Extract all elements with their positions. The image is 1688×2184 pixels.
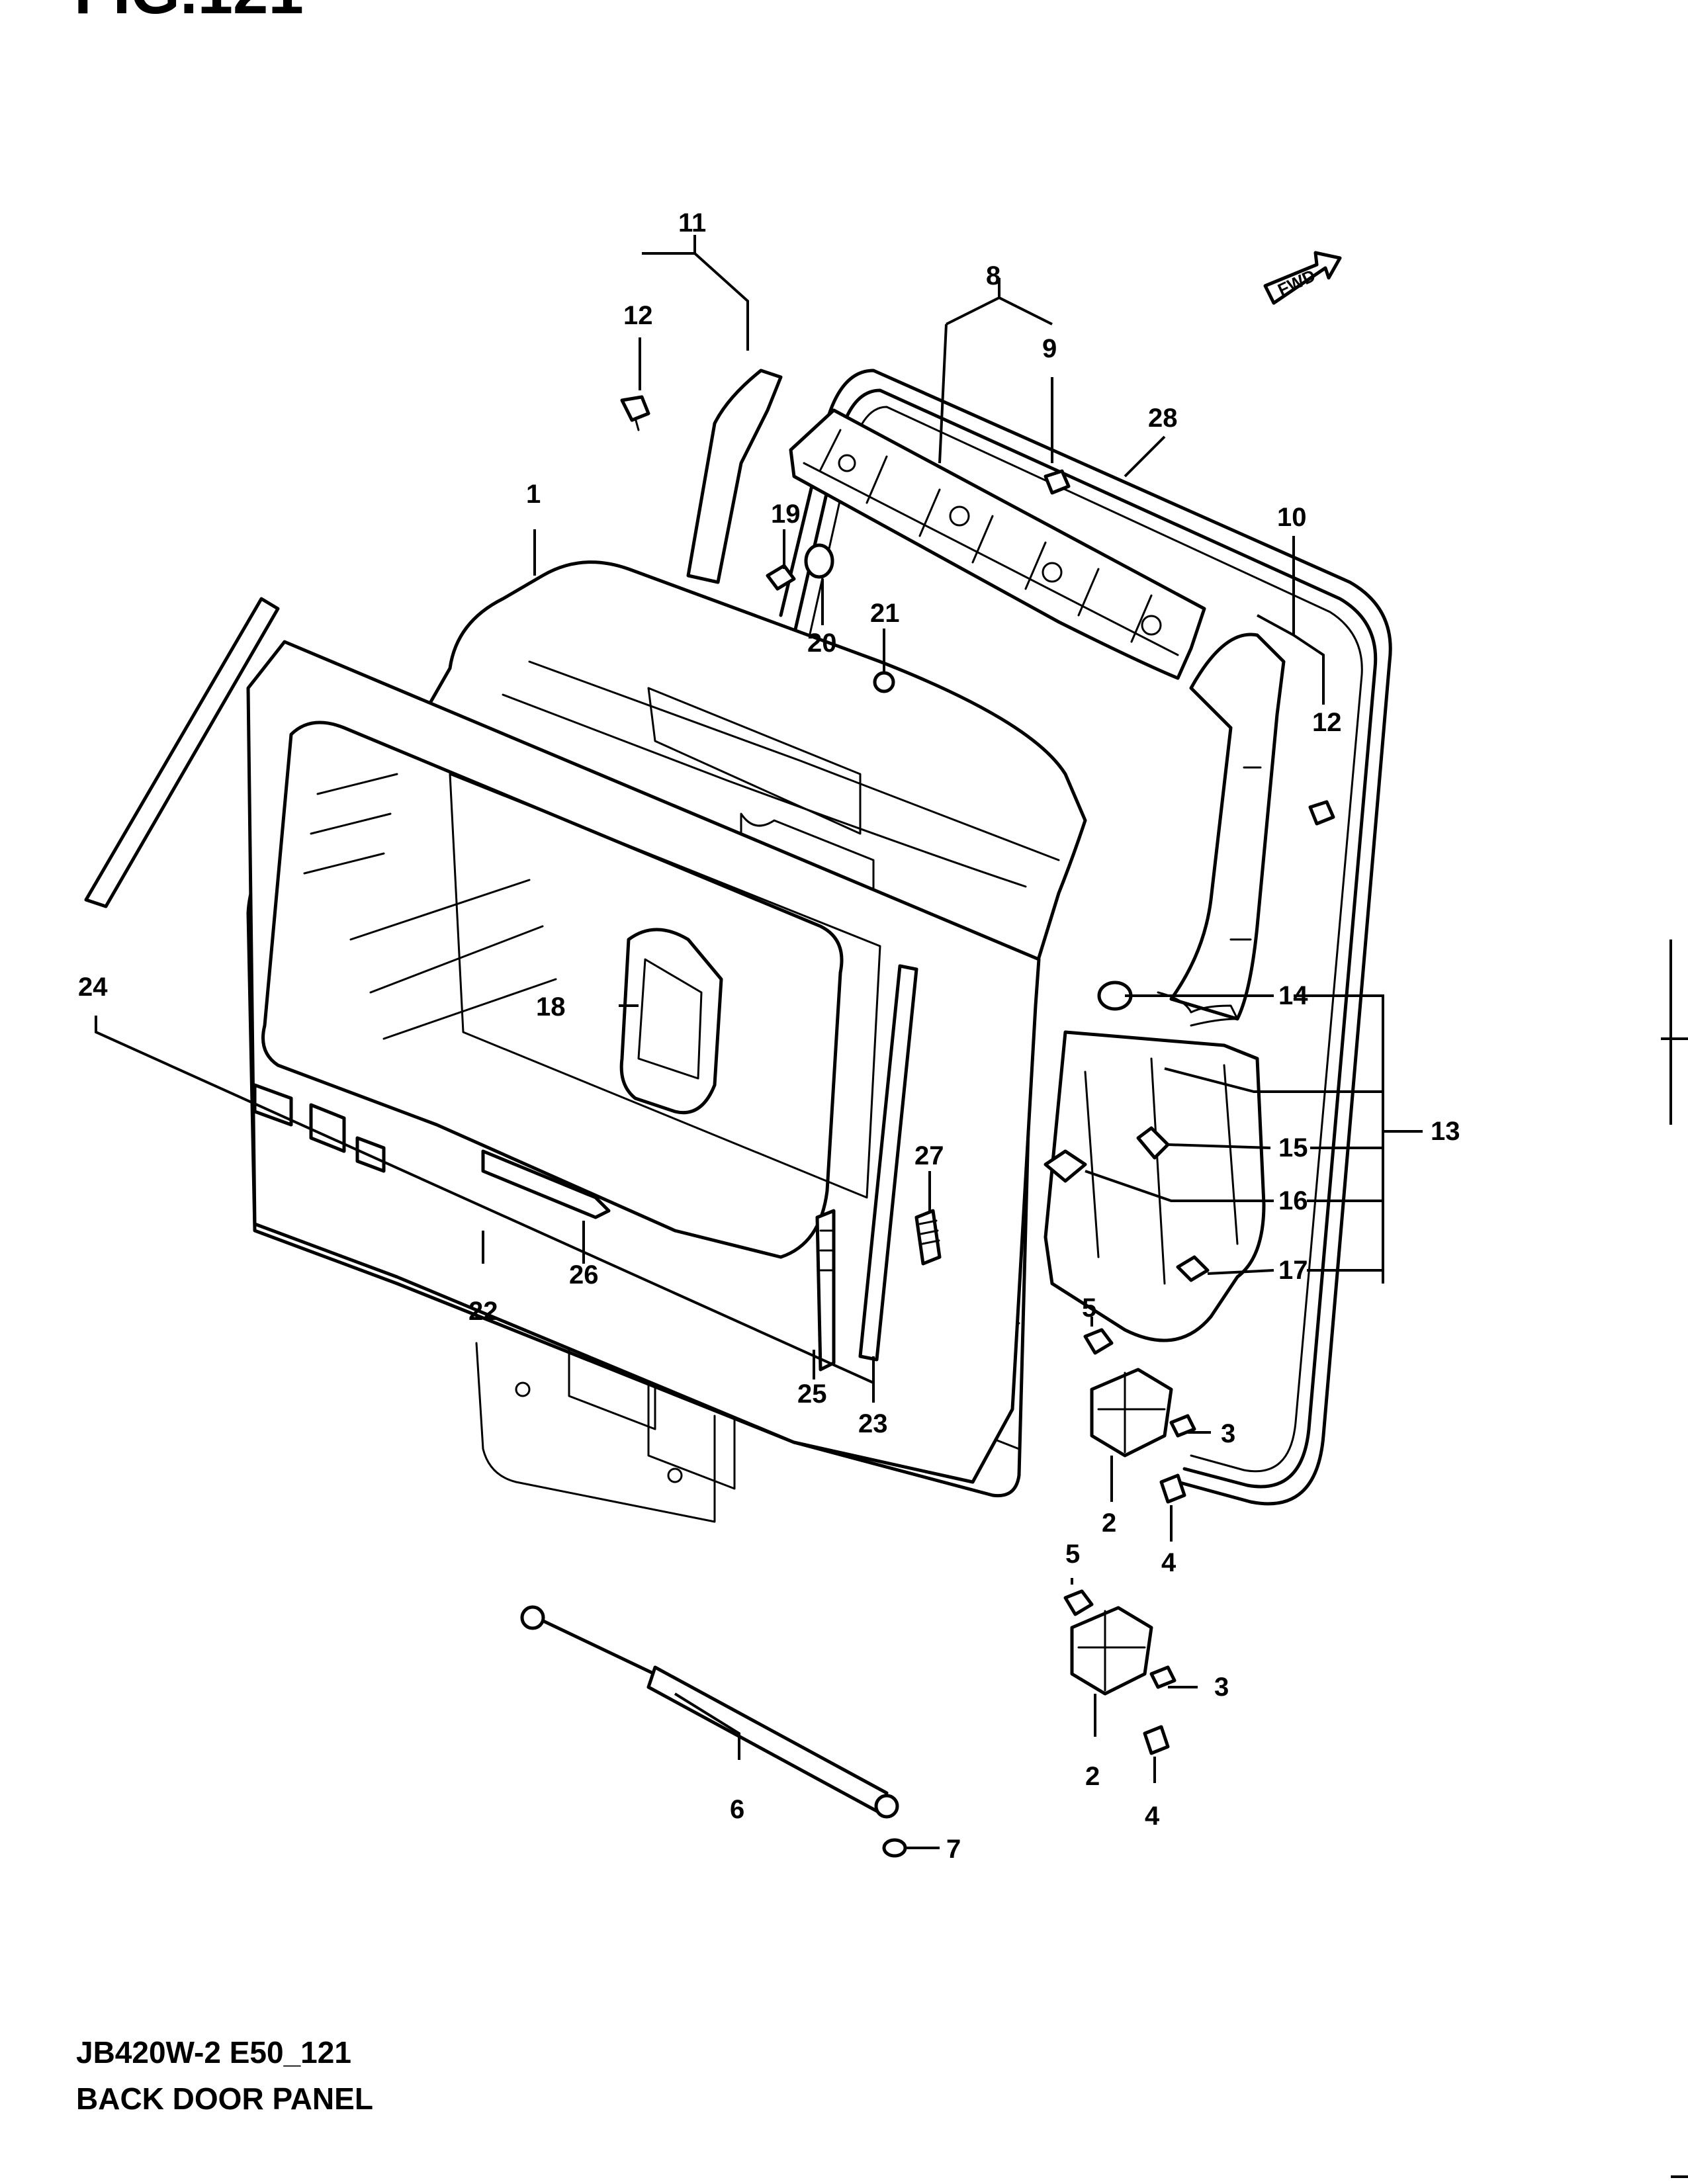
callout-11: 11 <box>678 208 706 238</box>
gas-strut-6 <box>520 1605 899 1819</box>
clip-12-right <box>1308 800 1335 826</box>
callout-8: 8 <box>986 261 1000 290</box>
weatherstrip-28 <box>779 369 1392 1506</box>
weatherstrip-23 <box>858 964 918 1362</box>
cap-21 <box>873 671 895 693</box>
figure-number: FIG.121 <box>74 0 304 27</box>
callout-15: 15 <box>1278 1133 1308 1162</box>
callout-19: 19 <box>771 500 801 529</box>
callout-4-upper: 4 <box>1161 1548 1177 1577</box>
callout-25: 25 <box>797 1379 827 1409</box>
clip-12-left <box>620 395 650 431</box>
callout-12-left: 12 <box>623 301 653 330</box>
callout-5-lower: 5 <box>1065 1540 1080 1569</box>
callout-2-lower: 2 <box>1085 1762 1100 1791</box>
side-trim-10 <box>1169 633 1286 1021</box>
callout-22: 22 <box>468 1297 498 1326</box>
callout-24: 24 <box>78 973 108 1002</box>
callout-27: 27 <box>914 1141 944 1170</box>
callout-16: 16 <box>1278 1186 1308 1215</box>
callout-17: 17 <box>1278 1256 1308 1285</box>
weatherstrip-25 <box>815 1209 836 1372</box>
clip-9 <box>1044 469 1071 495</box>
drawing-title: BACK DOOR PANEL <box>76 2081 373 2116</box>
window-opening <box>449 773 881 1199</box>
callout-6: 6 <box>730 1795 744 1824</box>
lower-trim-13 <box>1044 991 1266 1342</box>
edge-marks <box>1661 939 1688 2178</box>
fwd-arrow-icon: FWD <box>1263 251 1342 305</box>
callout-23: 23 <box>858 1409 888 1438</box>
hole-cover-18 <box>619 928 723 1115</box>
callout-5-upper: 5 <box>1082 1293 1096 1323</box>
clip-17 <box>1176 1255 1210 1282</box>
callout-4-lower: 4 <box>1145 1802 1160 1831</box>
upper-trim-8 <box>789 408 1206 680</box>
callout-7: 7 <box>946 1835 961 1864</box>
grommet-7 <box>882 1838 907 1858</box>
callout-3-lower: 3 <box>1214 1673 1229 1702</box>
callout-10: 10 <box>1277 503 1307 532</box>
callout-3-upper: 3 <box>1221 1419 1235 1448</box>
callout-14: 14 <box>1278 981 1308 1010</box>
fwd-label: FWD <box>1274 265 1318 300</box>
bushing-19 <box>766 564 796 591</box>
socket-16 <box>1044 1149 1087 1183</box>
cap-20 <box>804 543 834 579</box>
hinge-lower <box>1063 1589 1177 1755</box>
callout-28: 28 <box>1148 404 1178 433</box>
drawing-code: JB420W-2 E50_121 <box>76 2035 351 2070</box>
callout-26: 26 <box>569 1260 599 1289</box>
callout-labels: 1 11 12 8 9 28 10 12 19 20 21 18 24 22 2… <box>78 208 1460 1864</box>
moulding-24 <box>84 597 280 908</box>
callout-21: 21 <box>870 599 900 628</box>
callout-1: 1 <box>526 480 541 509</box>
callout-9: 9 <box>1042 334 1057 363</box>
callout-20: 20 <box>807 629 837 658</box>
callout-18: 18 <box>536 992 566 1022</box>
side-trim-11 <box>686 369 783 584</box>
callout-2-upper: 2 <box>1102 1508 1116 1538</box>
clip-27 <box>914 1209 942 1266</box>
callout-12-right: 12 <box>1312 708 1342 737</box>
handle-26 <box>481 1149 611 1219</box>
callout-13: 13 <box>1431 1117 1460 1146</box>
leader-lines <box>95 235 1423 1849</box>
hinge-upper <box>1083 1328 1196 1504</box>
